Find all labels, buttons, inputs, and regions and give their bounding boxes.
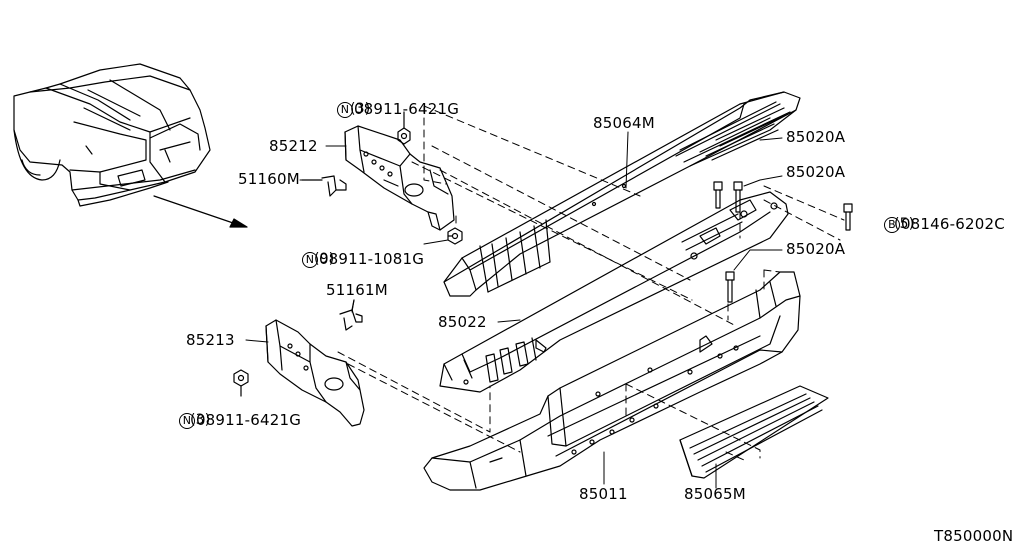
bolt-marker-icon: B <box>883 217 900 233</box>
nut-marker-icon: N <box>301 252 318 268</box>
label-85065M: 85065M <box>684 485 746 503</box>
label-85064M: 85064M <box>593 114 655 132</box>
label-85011: 85011 <box>579 485 628 503</box>
nut-marker-icon: N <box>178 413 195 429</box>
label-51160M: 51160M <box>238 170 300 188</box>
bracket-85213 <box>265 319 365 427</box>
leader-lines <box>240 131 783 489</box>
bolt-08146-6202C-shape <box>843 203 853 231</box>
assembly-guide-lines <box>337 105 845 461</box>
label-qty-08146-6202C: (5) <box>894 216 915 232</box>
part-number: 08911-6421G <box>353 100 460 118</box>
bumper-85011 <box>423 271 801 491</box>
part-number: 08911-1081G <box>318 250 425 268</box>
nut-08911-1081G-shape <box>447 227 463 245</box>
step-pad-85064M <box>443 91 801 297</box>
label-51161M: 51161M <box>326 281 388 299</box>
detail-arrow <box>153 195 248 228</box>
clip-51161M-shape <box>339 299 363 331</box>
label-qty-08911-1081G: (9) <box>314 251 335 267</box>
reinforcement-85022 <box>439 191 789 393</box>
truck-illustration <box>13 63 211 207</box>
part-number: 08146-6202C <box>900 215 1005 233</box>
figure-code: T850000N <box>934 527 1014 545</box>
label-qty-08911-6421G-bottom: (3) <box>190 412 211 428</box>
label-85212: 85212 <box>269 137 318 155</box>
bolts-85020A-shapes <box>713 181 743 303</box>
bracket-85212 <box>344 125 455 231</box>
nut-08911-6421G-top-shape <box>397 111 411 145</box>
label-85020A-3: 85020A <box>786 240 846 258</box>
nut-marker-icon: N <box>336 102 353 118</box>
part-number: 08911-6421G <box>195 411 302 429</box>
label-qty-08911-6421G-top: (3) <box>350 101 371 117</box>
clip-51160M-shape <box>301 175 347 197</box>
step-pad-85065M <box>679 385 829 479</box>
label-85020A-1: 85020A <box>786 128 846 146</box>
label-85020A-2: 85020A <box>786 163 846 181</box>
label-85022: 85022 <box>438 313 487 331</box>
label-85213: 85213 <box>186 331 235 349</box>
